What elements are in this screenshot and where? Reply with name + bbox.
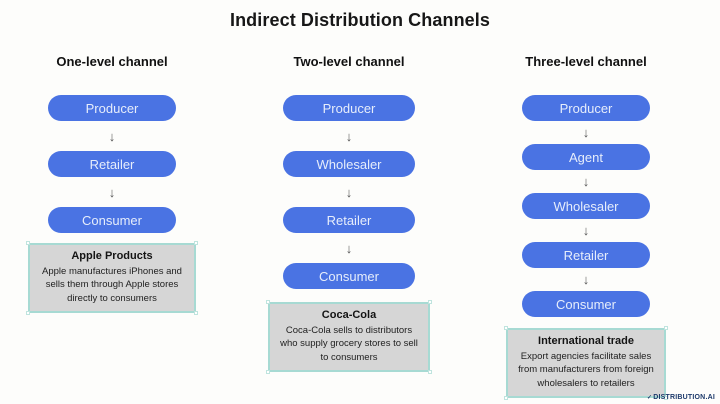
down-arrow-icon: ↓ <box>582 174 590 189</box>
down-arrow-icon: ↓ <box>345 240 353 256</box>
checkmark-icon: ✓ <box>647 394 653 401</box>
column-header: Three-level channel <box>525 54 647 69</box>
down-arrow-icon: ↓ <box>582 223 590 238</box>
step-producer: Producer <box>48 95 176 121</box>
column-header: Two-level channel <box>293 54 405 69</box>
down-arrow-icon: ↓ <box>582 125 590 140</box>
page-title: Indirect Distribution Channels <box>229 10 491 30</box>
down-arrow-icon: ↓ <box>582 272 590 287</box>
down-arrow-icon: ↓ <box>108 184 116 200</box>
step-wholesaler: Wholesaler <box>522 193 650 219</box>
channel-column-one-level: One-level channel Producer ↓ Retailer ↓ … <box>22 54 202 315</box>
selection-handle <box>26 241 30 245</box>
selection-handle <box>504 326 508 330</box>
down-arrow-icon: ↓ <box>108 128 116 144</box>
selection-handle <box>266 300 270 304</box>
step-consumer: Consumer <box>283 263 415 289</box>
watermark: ✓ DISTRIBUTION.AI <box>647 394 715 401</box>
selection-handle <box>194 241 198 245</box>
channel-column-three-level: Three-level channel Producer ↓ Agent ↓ W… <box>496 54 676 400</box>
down-arrow-icon: ↓ <box>345 128 353 144</box>
example-note-international-trade: International trade Export agencies faci… <box>504 326 668 400</box>
note-title: Apple Products <box>71 250 153 262</box>
step-retailer: Retailer <box>48 151 176 177</box>
step-wholesaler: Wholesaler <box>283 151 415 177</box>
note-body: Export agencies facilitate sales from ma… <box>518 351 654 389</box>
selection-handle <box>428 300 432 304</box>
note-title: Coca-Cola <box>321 309 377 321</box>
note-body: Apple manufactures iPhones and sells the… <box>42 266 182 304</box>
selection-handle <box>266 369 270 374</box>
step-producer: Producer <box>522 95 650 121</box>
example-note-apple: Apple Products Apple manufactures iPhone… <box>26 241 198 315</box>
selection-handle <box>504 395 508 400</box>
selection-handle <box>428 369 432 374</box>
step-consumer: Consumer <box>522 291 650 317</box>
selection-handle <box>194 310 198 315</box>
step-consumer: Consumer <box>48 207 176 233</box>
step-agent: Agent <box>522 144 650 170</box>
channel-column-two-level: Two-level channel Producer ↓ Wholesaler … <box>259 54 439 374</box>
watermark-text: DISTRIBUTION.AI <box>653 394 715 401</box>
column-header: One-level channel <box>56 54 168 69</box>
selection-handle <box>664 326 668 330</box>
selection-handle <box>664 395 668 400</box>
note-body: Coca-Cola sells to distributors who supp… <box>280 325 418 363</box>
note-title: International trade <box>538 335 634 347</box>
step-retailer: Retailer <box>283 207 415 233</box>
down-arrow-icon: ↓ <box>345 184 353 200</box>
step-retailer: Retailer <box>522 242 650 268</box>
example-note-cocacola: Coca-Cola Coca-Cola sells to distributor… <box>266 300 432 374</box>
step-producer: Producer <box>283 95 415 121</box>
selection-handle <box>26 310 30 315</box>
